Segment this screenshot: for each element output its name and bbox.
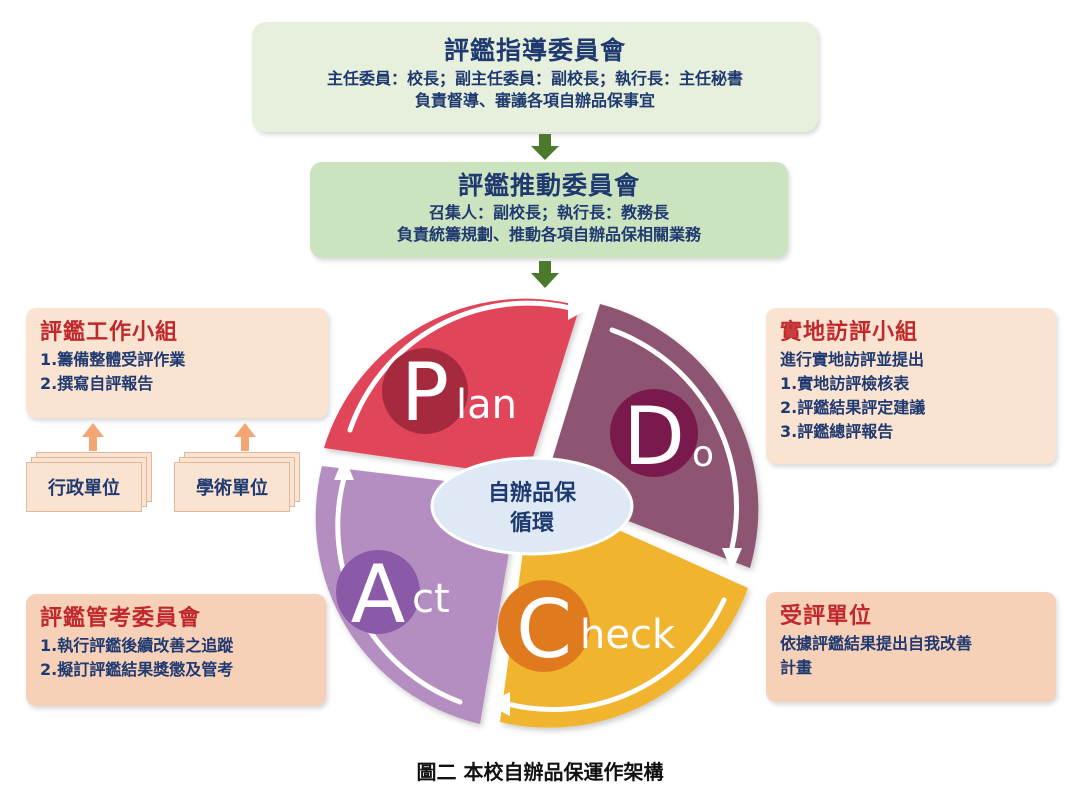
do-rest: o bbox=[692, 434, 714, 475]
check-rest: heck bbox=[580, 612, 676, 658]
site-visit-group-item: 2.評鑑結果評定建議 bbox=[780, 398, 926, 417]
work-group-box: 評鑑工作小組 1.籌備整體受評作業 2.撰寫自評報告 bbox=[26, 308, 328, 418]
site-visit-group-title: 實地訪評小組 bbox=[780, 320, 919, 345]
control-committee-item: 2.擬訂評鑑結果獎懲及管考 bbox=[40, 660, 234, 679]
site-visit-group-intro: 進行實地訪評並提出 bbox=[780, 350, 925, 369]
academic-unit-stack: 學術單位 bbox=[174, 452, 302, 512]
site-visit-group-item: 3.評鑑總評報告 bbox=[780, 422, 894, 441]
control-committee-item: 1.執行評鑑後續改善之追蹤 bbox=[40, 636, 234, 655]
admin-unit-stack: 行政單位 bbox=[26, 452, 154, 512]
down-arrow-icon bbox=[531, 134, 559, 160]
work-group-title: 評鑑工作小組 bbox=[40, 320, 179, 345]
plan-circle bbox=[382, 348, 468, 434]
guidance-committee-duty: 負責督導、審議各項自辦品保事宜 bbox=[414, 91, 655, 110]
academic-unit-label: 學術單位 bbox=[174, 462, 290, 512]
control-committee-box: 評鑑管考委員會 1.執行評鑑後續改善之追蹤 2.擬訂評鑑結果獎懲及管考 bbox=[26, 594, 326, 706]
check-segment bbox=[500, 520, 748, 728]
center-ellipse bbox=[430, 456, 634, 556]
guidance-committee-box: 評鑑指導委員會 主任委員：校長；副主任委員：副校長；執行長：主任秘書 負責督導、… bbox=[252, 22, 818, 132]
act-rest: ct bbox=[412, 576, 450, 622]
guidance-committee-members: 主任委員：校長；副主任委員：副校長；執行長：主任秘書 bbox=[326, 69, 743, 88]
evaluated-unit-title: 受評單位 bbox=[780, 604, 873, 629]
promotion-committee-box: 評鑑推動委員會 召集人：副校長；執行長：教務長 負責統籌規劃、推動各項自辦品保相… bbox=[310, 162, 788, 258]
promotion-committee-title: 評鑑推動委員會 bbox=[457, 171, 640, 200]
promotion-committee-duty: 負責統籌規劃、推動各項自辦品保相關業務 bbox=[396, 225, 701, 244]
work-group-item: 1.籌備整體受評作業 bbox=[40, 350, 186, 369]
check-letter: C bbox=[516, 583, 572, 676]
figure-caption: 圖二 本校自辦品保運作架構 bbox=[416, 760, 664, 784]
evaluated-unit-line: 依據評鑑結果提出自我改善 bbox=[780, 634, 973, 653]
act-circle bbox=[336, 550, 420, 634]
plan-letter: P bbox=[401, 346, 449, 439]
site-visit-group-box: 實地訪評小組 進行實地訪評並提出 1.實地訪評檢核表 2.評鑑結果評定建議 3.… bbox=[766, 308, 1056, 464]
check-circle bbox=[498, 580, 590, 672]
site-visit-group-item: 1.實地訪評檢核表 bbox=[780, 374, 910, 393]
up-arrow-icon bbox=[82, 423, 104, 451]
do-letter: D bbox=[623, 390, 685, 483]
guidance-committee-title: 評鑑指導委員會 bbox=[443, 36, 626, 65]
down-arrow-icon bbox=[531, 261, 559, 288]
center-label-line1: 自辦品保 bbox=[488, 480, 577, 506]
center-label-line2: 循環 bbox=[510, 510, 555, 536]
evaluated-unit-box: 受評單位 依據評鑑結果提出自我改善 計畫 bbox=[766, 592, 1056, 702]
act-letter: A bbox=[351, 548, 406, 641]
up-arrow-icon bbox=[234, 423, 256, 451]
do-circle bbox=[610, 389, 698, 477]
plan-rest: lan bbox=[456, 382, 517, 428]
admin-unit-label: 行政單位 bbox=[26, 462, 142, 512]
evaluated-unit-line: 計畫 bbox=[780, 658, 813, 677]
promotion-committee-members: 召集人：副校長；執行長：教務長 bbox=[428, 203, 669, 222]
work-group-item: 2.撰寫自評報告 bbox=[40, 374, 154, 393]
cycle-arrowheads bbox=[334, 296, 742, 716]
control-committee-title: 評鑑管考委員會 bbox=[40, 606, 202, 631]
